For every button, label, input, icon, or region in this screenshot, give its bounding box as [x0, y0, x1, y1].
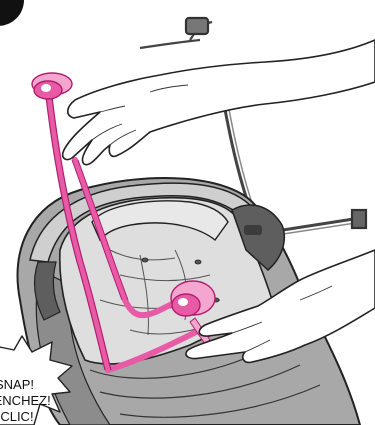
- callout-line-2: CLENCHEZ!: [0, 393, 51, 409]
- callout-line-3: ¡CLIC!: [0, 409, 34, 425]
- callout-line-1: SNAP!: [0, 377, 34, 393]
